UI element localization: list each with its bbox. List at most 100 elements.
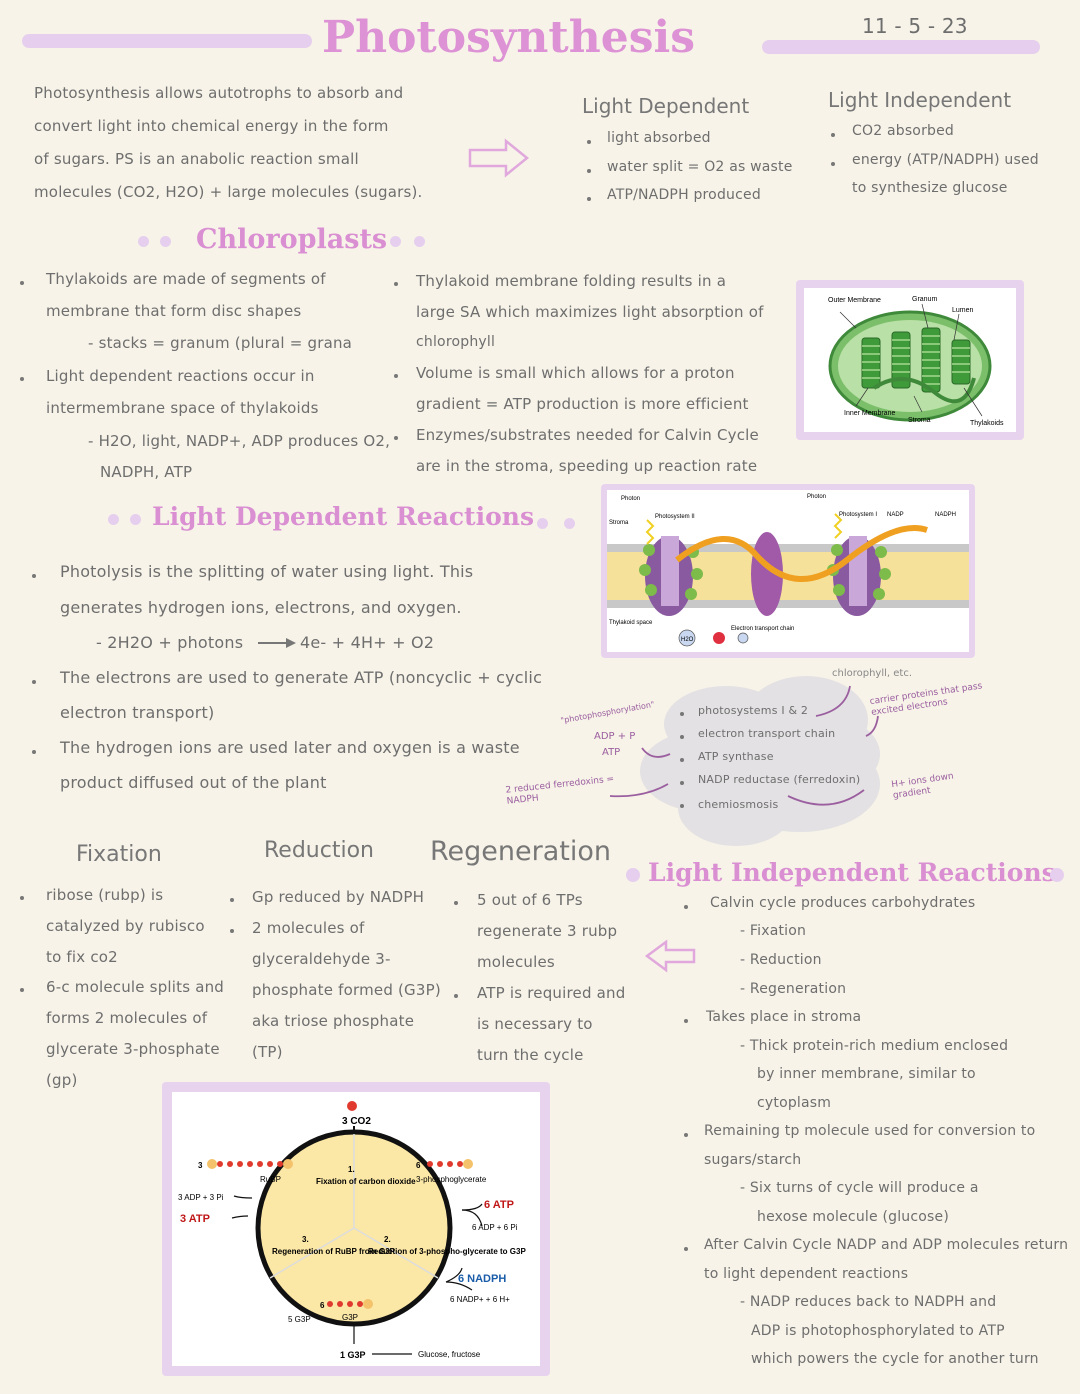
chloro-right-line: Enzymes/substrates needed for Calvin Cyc… [416, 426, 759, 444]
arrow-right-icon [468, 138, 529, 178]
label-ps1: Photosystem I [839, 512, 877, 518]
ldr-line: generates hydrogen ions, electrons, and … [60, 598, 462, 617]
lir-line: by inner membrane, similar to [757, 1066, 976, 1082]
cloud-shape [678, 770, 794, 846]
cloud-shape [770, 716, 880, 792]
cloud-item: electron transport chain [698, 727, 836, 740]
chloro-left-line: Light dependent reactions occur in [46, 367, 315, 385]
deco-dot [108, 514, 119, 525]
lir-line: - Thick protein-rich medium enclosed [740, 1038, 1009, 1054]
chloro-left-line: membrane that form disc shapes [46, 302, 302, 320]
cloud-item: NADP reductase (ferredoxin) [698, 773, 861, 786]
label-pga-count: 6 [416, 1161, 421, 1170]
chloroplast-figure: Outer Membrane Granum Lumen Inner Membra… [796, 280, 1024, 440]
ld-summary-item: ATP/NADPH produced [607, 187, 761, 203]
regeneration-line: molecules [477, 953, 555, 971]
regeneration-heading: Regeneration [430, 836, 611, 867]
reduction-line: 2 molecules of [252, 919, 365, 937]
bullet [587, 169, 591, 173]
label-nadp: 6 NADP+ + 6 H+ [450, 1295, 510, 1304]
chloro-right-line: are in the stroma, speeding up reaction … [416, 457, 758, 475]
label-lumen: Lumen [952, 307, 974, 314]
bullet [680, 758, 684, 762]
label-atp3: 3 ATP [180, 1213, 210, 1225]
intro-line: molecules (CO2, H2O) + large molecules (… [34, 183, 423, 201]
date: 11 - 5 - 23 [862, 14, 968, 38]
bullet [684, 1133, 688, 1137]
li-summary-item: to synthesize glucose [852, 180, 1008, 196]
bullet [831, 162, 835, 166]
intro-line: Photosynthesis allows autotrophs to abso… [34, 84, 404, 102]
ann-chlorophyll: chlorophyll, etc. [832, 668, 913, 679]
reduction-line: glyceraldehyde 3- [252, 950, 391, 968]
lir-line: ADP is photophosphorylated to ATP [751, 1323, 1005, 1339]
bullet [32, 680, 36, 684]
fixation-line: ribose (rubp) is [46, 886, 164, 904]
lir-line: to light dependent reactions [704, 1266, 909, 1282]
bullet [20, 281, 24, 285]
bullet [684, 905, 688, 909]
label-rubp: RuBP [260, 1175, 281, 1184]
ldr-line: product diffused out of the plant [60, 773, 327, 792]
bullet [587, 197, 591, 201]
lir-line: - Reduction [740, 952, 822, 968]
cloud-item: ATP synthase [698, 750, 774, 763]
bullet [680, 712, 684, 716]
fixation-line: to fix co2 [46, 948, 118, 966]
fixation-line: 6-c molecule splits and [46, 978, 225, 996]
label-g3p-count: 6 [320, 1301, 325, 1310]
lir-line: which powers the cycle for another turn [751, 1351, 1039, 1367]
reduction-line: Gp reduced by NADPH [252, 888, 425, 906]
label-adp6: 6 ADP + 6 Pi [472, 1223, 518, 1232]
chloro-left-line: intermembrane space of thylakoids [46, 399, 319, 417]
chloro-left-line: - stacks = granum (plural = grana [88, 334, 353, 352]
deco-dot [138, 236, 149, 247]
thylakoid-membrane-figure: Photon Photon Stroma Photosystem II Phot… [601, 484, 975, 658]
label-nadph: 6 NADPH [458, 1273, 506, 1285]
chloro-right-line: chlorophyll [416, 334, 496, 350]
lir-line: - NADP reduces back to NADPH and [740, 1294, 997, 1310]
chloro-right-line: gradient = ATP production is more effici… [416, 395, 749, 413]
fixation-heading: Fixation [76, 842, 162, 867]
chloro-right-line: large SA which maximizes light absorptio… [416, 303, 764, 321]
label-h2o: H2O [681, 637, 694, 643]
lir-line: Remaining tp molecule used for conversio… [704, 1123, 1036, 1139]
lir-line: After Calvin Cycle NADP and ADP molecule… [704, 1237, 1069, 1253]
bullet [20, 896, 24, 900]
ldr-line: The electrons are used to generate ATP (… [60, 668, 543, 687]
deco-dot [537, 518, 548, 529]
deco-dot [1050, 868, 1064, 882]
calvin-cycle-figure: 3 CO2 3 RuBP 3 ADP + 3 Pi 3 ATP 1. Fixat… [162, 1082, 550, 1376]
label-regen: Regeneration of RuBP from G3P [272, 1247, 396, 1256]
regeneration-line: turn the cycle [477, 1046, 584, 1064]
intro-line: convert light into chemical energy in th… [34, 117, 389, 135]
li-summary-item: CO2 absorbed [852, 123, 955, 139]
deco-dot [414, 236, 425, 247]
calvin-cycle-diagram: 3 CO2 3 RuBP 3 ADP + 3 Pi 3 ATP 1. Fixat… [178, 1101, 526, 1360]
header-bar-right [762, 40, 1040, 54]
label-g3p: G3P [342, 1313, 358, 1322]
bullet [680, 804, 684, 808]
lir-line: cytoplasm [757, 1095, 832, 1111]
annotation-lines [609, 685, 879, 806]
header-bar-left [22, 34, 312, 48]
bullet [230, 929, 234, 933]
reduction-line: phosphate formed (G3P) [252, 981, 441, 999]
label-stroma: Stroma [609, 520, 629, 526]
label-fix-num: 1. [348, 1165, 355, 1174]
fixation-line: (gp) [46, 1071, 78, 1089]
bullet [680, 735, 684, 739]
label-adp: 3 ADP + 3 Pi [178, 1193, 224, 1202]
deco-dot [390, 236, 401, 247]
chloro-left-line: Thylakoids are made of segments of [46, 270, 326, 288]
label-nadp: NADP [887, 512, 904, 518]
ldr-line: 4e- + 4H+ + O2 [300, 633, 435, 652]
label-red-num: 2. [384, 1235, 391, 1244]
label-atp6: 6 ATP [484, 1199, 514, 1211]
ldr-title: Light Dependent Reactions [152, 502, 535, 531]
label-photon2: Photon [807, 494, 826, 500]
intro-line: of sugars. PS is an anabolic reaction sm… [34, 150, 359, 168]
regeneration-line: regenerate 3 rubp [477, 922, 618, 940]
fixation-line: glycerate 3-phosphate [46, 1040, 220, 1058]
label-ps2: Photosystem II [655, 514, 695, 520]
